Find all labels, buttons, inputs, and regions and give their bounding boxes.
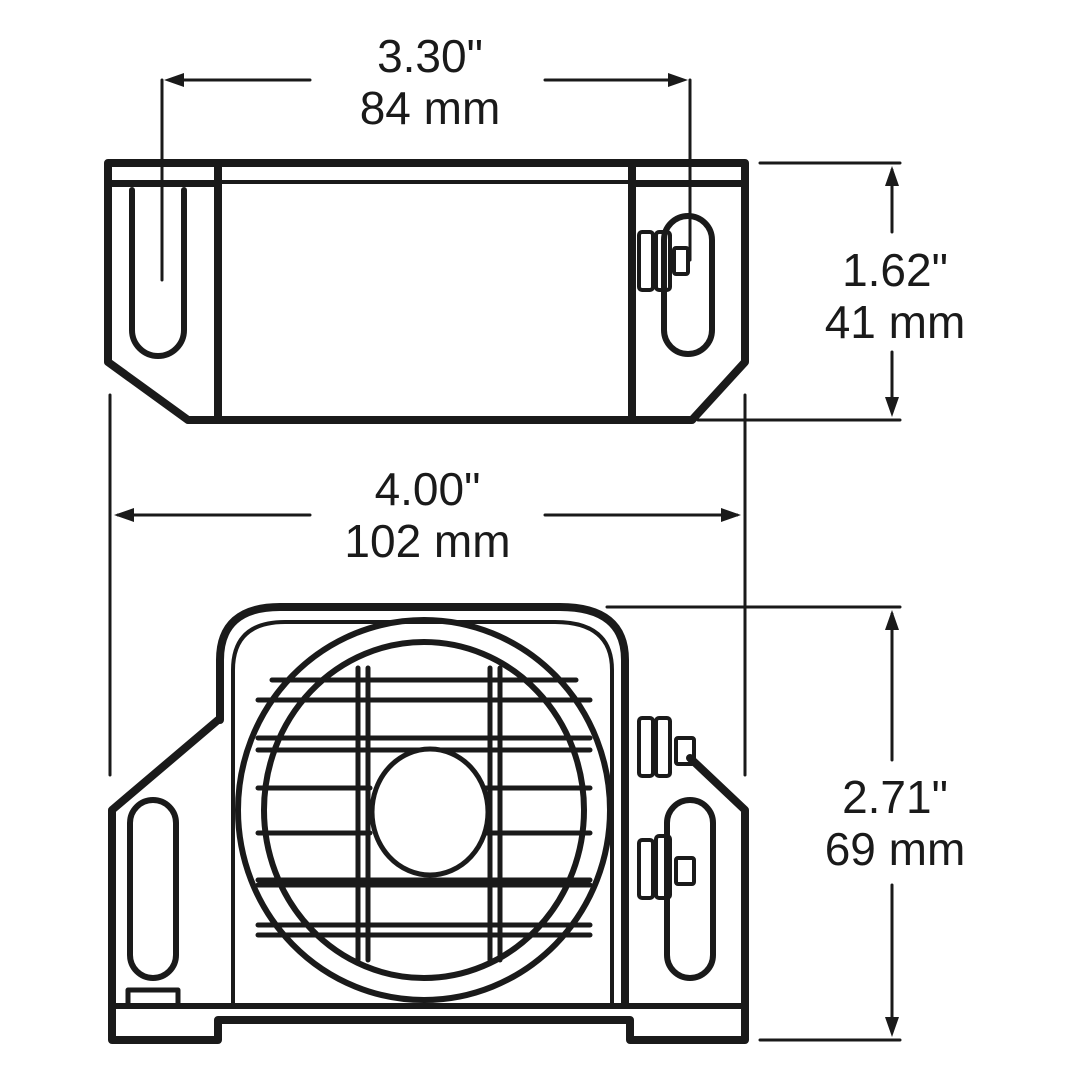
top-view [104, 159, 749, 424]
dimension-lines [108, 78, 902, 1042]
dim-slot-spacing-in: 3.30" [377, 30, 483, 82]
dim-top-height: 1.62" 41 mm [795, 244, 995, 348]
dim-overall-width: 4.00" 102 mm [310, 463, 545, 567]
dim-slot-spacing: 3.30" 84 mm [320, 30, 540, 134]
dim-top-height-in: 1.62" [842, 244, 948, 296]
dim-front-height-mm: 69 mm [824, 823, 966, 875]
dim-overall-width-in: 4.00" [374, 463, 481, 515]
dim-top-height-mm: 41 mm [824, 296, 966, 348]
front-view [108, 603, 749, 1044]
dim-front-height: 2.71" 69 mm [795, 771, 995, 875]
dim-slot-spacing-mm: 84 mm [359, 82, 501, 134]
arrowheads [114, 73, 899, 1037]
dim-overall-width-mm: 102 mm [344, 515, 511, 567]
dim-front-height-in: 2.71" [842, 771, 948, 823]
